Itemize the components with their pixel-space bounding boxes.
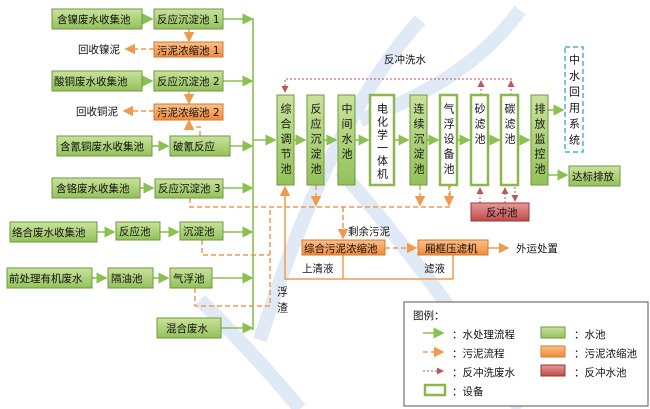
complex-collector-label: 络合废水收集池: [12, 226, 86, 239]
legend-sludge-flow: ：污泥流程: [452, 347, 505, 360]
reaction-tank-1[interactable]: [153, 8, 224, 30]
reaction-tank-2[interactable]: [153, 70, 224, 92]
main-flows: [293, 104, 569, 181]
legend-title: 图例：: [413, 309, 445, 322]
filter-press[interactable]: [417, 239, 489, 256]
main-unit-2[interactable]: [306, 94, 325, 186]
reuse-system-label: 中水回用系统: [567, 54, 581, 150]
organic-pretreat-label: 前处理有机废水: [9, 272, 83, 285]
reaction-tank-3[interactable]: [154, 178, 224, 199]
main-unit-1-label: 综合调节池: [279, 103, 292, 178]
chromium-collector[interactable]: [51, 177, 141, 199]
main-unit-9[interactable]: [530, 94, 549, 186]
main-unit-6-label: 气浮设备池: [442, 103, 455, 178]
flotation-pool[interactable]: [169, 267, 213, 289]
main-unit-5[interactable]: [409, 94, 428, 186]
settling-pool[interactable]: [179, 221, 224, 241]
mixed-wastewater[interactable]: [156, 317, 222, 339]
sludge-thickener-1[interactable]: [153, 41, 224, 58]
flotation-pool-label: 气浮池: [173, 272, 205, 285]
combined-sludge-thickener[interactable]: [301, 239, 386, 256]
discharge-box[interactable]: [568, 165, 621, 187]
main-unit-3-label: 中间水池: [340, 103, 353, 163]
main-unit-8[interactable]: [499, 93, 520, 187]
reuse-system[interactable]: [564, 46, 584, 153]
nickel-sludge-recovery: 回收镍泥: [78, 43, 120, 56]
organic-pretreat[interactable]: [6, 267, 93, 289]
cyanide-breaking-label: 破氰反应: [173, 140, 215, 153]
sludge-thickener-1-label: 污泥浓缩池 1: [157, 44, 220, 57]
main-unit-3[interactable]: [337, 94, 356, 186]
cyanide-breaking[interactable]: [169, 135, 231, 157]
sludge-thickener-2[interactable]: [153, 103, 224, 121]
main-unit-9-label: 排放监控池: [533, 103, 546, 178]
legend-backwash-pool: ：反冲水池: [574, 366, 627, 379]
discharge-label: 达标排放: [572, 170, 614, 183]
legend-sludge-thickener: ：污泥浓缩池: [574, 347, 637, 360]
excess-sludge-label: 剩余污泥: [348, 225, 390, 238]
nickel-collector[interactable]: [51, 8, 143, 30]
main-unit-7[interactable]: [469, 93, 490, 187]
reaction-pool-label: 反应池: [119, 225, 151, 238]
main-unit-4[interactable]: [368, 93, 396, 187]
reaction-tank-1-label: 反应沉淀池 1: [157, 13, 220, 26]
sludge-thickener-2-label: 污泥浓缩池 2: [157, 106, 220, 119]
sludge-flows: [122, 29, 510, 307]
combined-sludge-thickener-label: 综合污泥浓缩池: [304, 242, 378, 255]
reaction-tank-2-label: 反应沉淀池 2: [157, 75, 220, 88]
backwash-flows: [281, 78, 519, 203]
outside-disposal: 外运处置: [516, 243, 558, 255]
legend-backwash: ：反冲洗废水: [452, 366, 515, 379]
legend: 图例： ：水处理流程 ：污泥流程 ：反冲洗废水 ：设备 ：水池 ：污泥浓缩池 ：…: [403, 301, 649, 407]
legend-water-flow: ：水处理流程: [452, 328, 515, 341]
copper-collector-label: 酸铜废水收集池: [54, 75, 128, 88]
copper-collector[interactable]: [51, 70, 143, 92]
oil-separator[interactable]: [107, 267, 154, 289]
backwash-label: 反冲洗水: [384, 53, 426, 66]
oil-separator-label: 隔油池: [111, 272, 143, 285]
backwash-tank-label: 反冲池: [486, 206, 518, 219]
mixed-wastewater-label: 混合废水: [166, 322, 208, 335]
nickel-collector-label: 含镍废水收集池: [57, 13, 131, 26]
reaction-pool[interactable]: [115, 221, 161, 241]
main-process: [276, 93, 549, 187]
legend-equipment: ：设备: [452, 385, 484, 398]
legend-pool: ：水池: [574, 328, 606, 341]
backwash-tank[interactable]: [470, 202, 530, 222]
scum-label: 浮渣: [275, 286, 289, 318]
main-unit-4-label: 电化学一体机: [375, 103, 389, 181]
cyanide-collector[interactable]: [56, 135, 153, 157]
copper-sludge-recovery: 回收铜泥: [76, 105, 118, 118]
cyanide-collector-label: 含氰铜废水收集池: [60, 140, 144, 153]
source-boxes: 含镍废水收集池 反应沉淀池 1 污泥浓缩池 1 回收镍泥 酸铜废水收集池 反应沉…: [6, 8, 231, 339]
main-unit-5-label: 连续沉淀池: [412, 103, 425, 178]
complex-collector[interactable]: [9, 221, 98, 243]
main-unit-2-label: 反应沉淀池: [309, 103, 322, 178]
reaction-tank-3-label: 反应沉淀池 3: [158, 182, 221, 195]
main-unit-6[interactable]: [438, 93, 459, 187]
main-unit-7-label: 砂滤池: [473, 103, 486, 148]
main-unit-1[interactable]: [276, 94, 295, 186]
chromium-collector-label: 含铬废水收集池: [56, 182, 130, 195]
main-unit-8-label: 碳滤池: [503, 103, 516, 148]
source-flows: [92, 13, 254, 334]
supernatant-label: 上清液: [302, 262, 334, 275]
filter-press-label: 厢框压滤机: [425, 242, 478, 255]
settling-pool-label: 沉淀池: [183, 225, 215, 238]
filtrate-label: 滤液: [424, 262, 445, 275]
